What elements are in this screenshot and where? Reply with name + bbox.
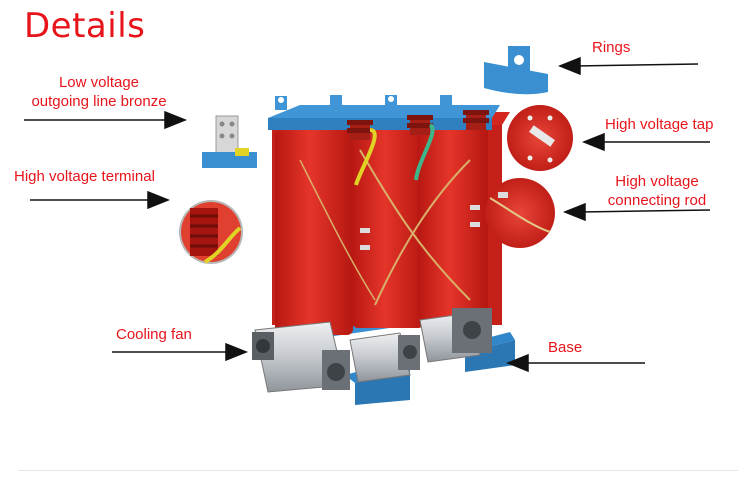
bushings: [347, 110, 489, 186]
low-voltage-inset: [202, 115, 257, 168]
label-high-voltage-terminal: High voltage terminal: [14, 168, 155, 185]
transformer-body: [272, 112, 510, 335]
bottom-divider: [18, 470, 738, 471]
arrows: [24, 56, 711, 373]
label-high-voltage-connecting-rod: High voltage connecting rod: [607, 173, 707, 209]
hv-terminal-inset: [179, 200, 243, 264]
label-low-voltage: Low voltage outgoing line bronze: [31, 74, 167, 110]
rings-inset: [484, 46, 548, 95]
label-base: Base: [548, 339, 583, 356]
label-cooling-fan: Cooling fan: [116, 326, 192, 343]
cooling-fans: [252, 308, 492, 393]
label-high-voltage-tap: High voltage tap: [605, 116, 714, 133]
top-clamp: [268, 95, 500, 130]
hv-tap-inset: [507, 105, 573, 171]
page-title: Details: [24, 6, 146, 46]
label-rings: Rings: [592, 39, 631, 56]
connecting-rod-inset: [485, 178, 555, 248]
